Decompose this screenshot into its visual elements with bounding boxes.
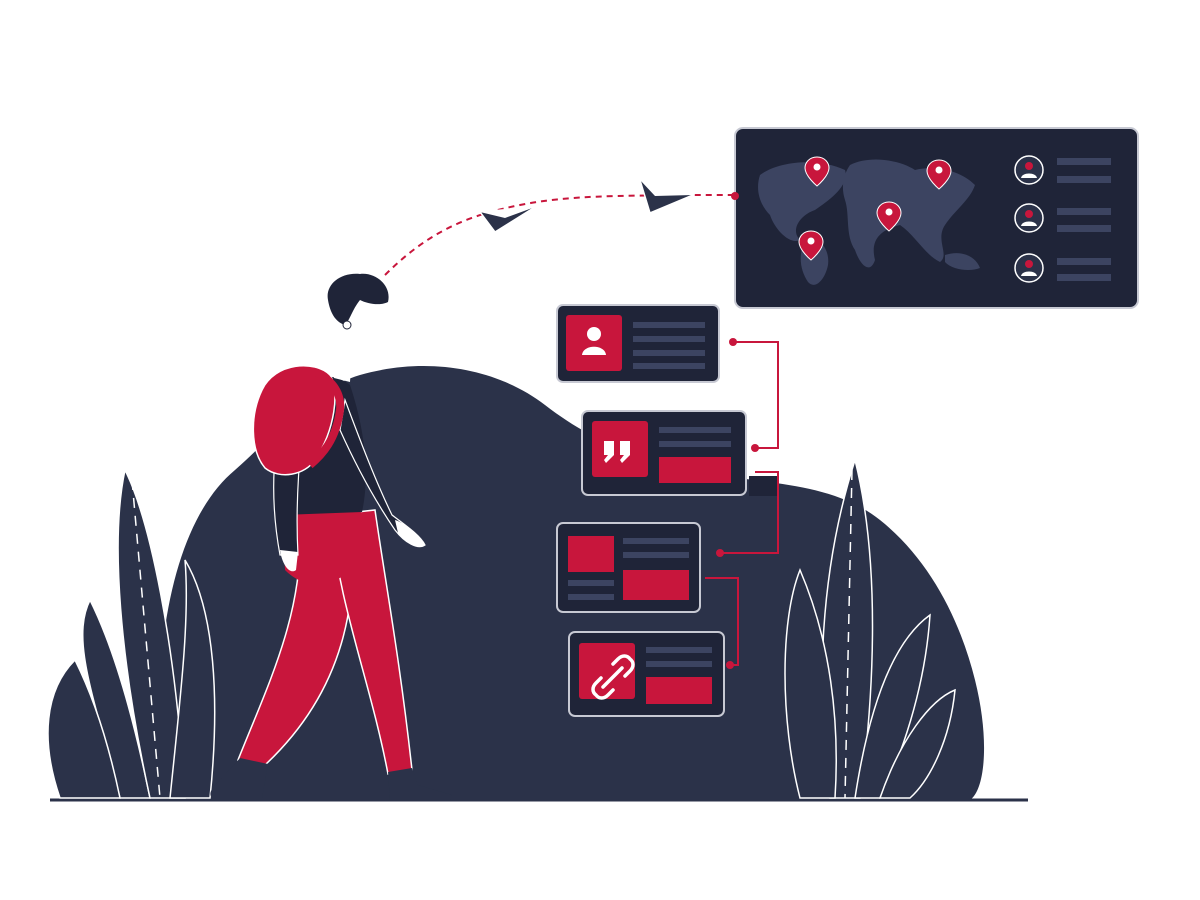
connector-dot — [751, 444, 759, 452]
image-block-icon — [568, 536, 614, 572]
connector-dot — [729, 338, 737, 346]
link-card — [568, 631, 725, 717]
user-icon — [582, 327, 606, 355]
media-card — [556, 522, 701, 613]
map-panel — [734, 127, 1139, 309]
connector-dot — [726, 661, 734, 669]
user-row — [1014, 203, 1111, 233]
walking-person — [210, 273, 452, 800]
location-pin-icon — [798, 230, 824, 261]
quote-icon — [604, 441, 630, 463]
location-pin-icon — [926, 159, 952, 190]
paper-plane-icon — [638, 178, 696, 215]
user-row — [1014, 253, 1111, 283]
flight-path — [384, 194, 735, 276]
link-icon — [591, 654, 635, 700]
profile-card — [556, 304, 720, 383]
right-plant — [784, 457, 956, 799]
location-pin-icon — [876, 201, 902, 232]
left-plant — [47, 467, 216, 799]
connector-dot — [731, 192, 739, 200]
connector-dot — [716, 549, 724, 557]
paper-plane-icon — [478, 206, 536, 234]
user-row — [1014, 155, 1111, 185]
quote-card — [581, 410, 777, 496]
location-pin-icon — [804, 156, 830, 187]
